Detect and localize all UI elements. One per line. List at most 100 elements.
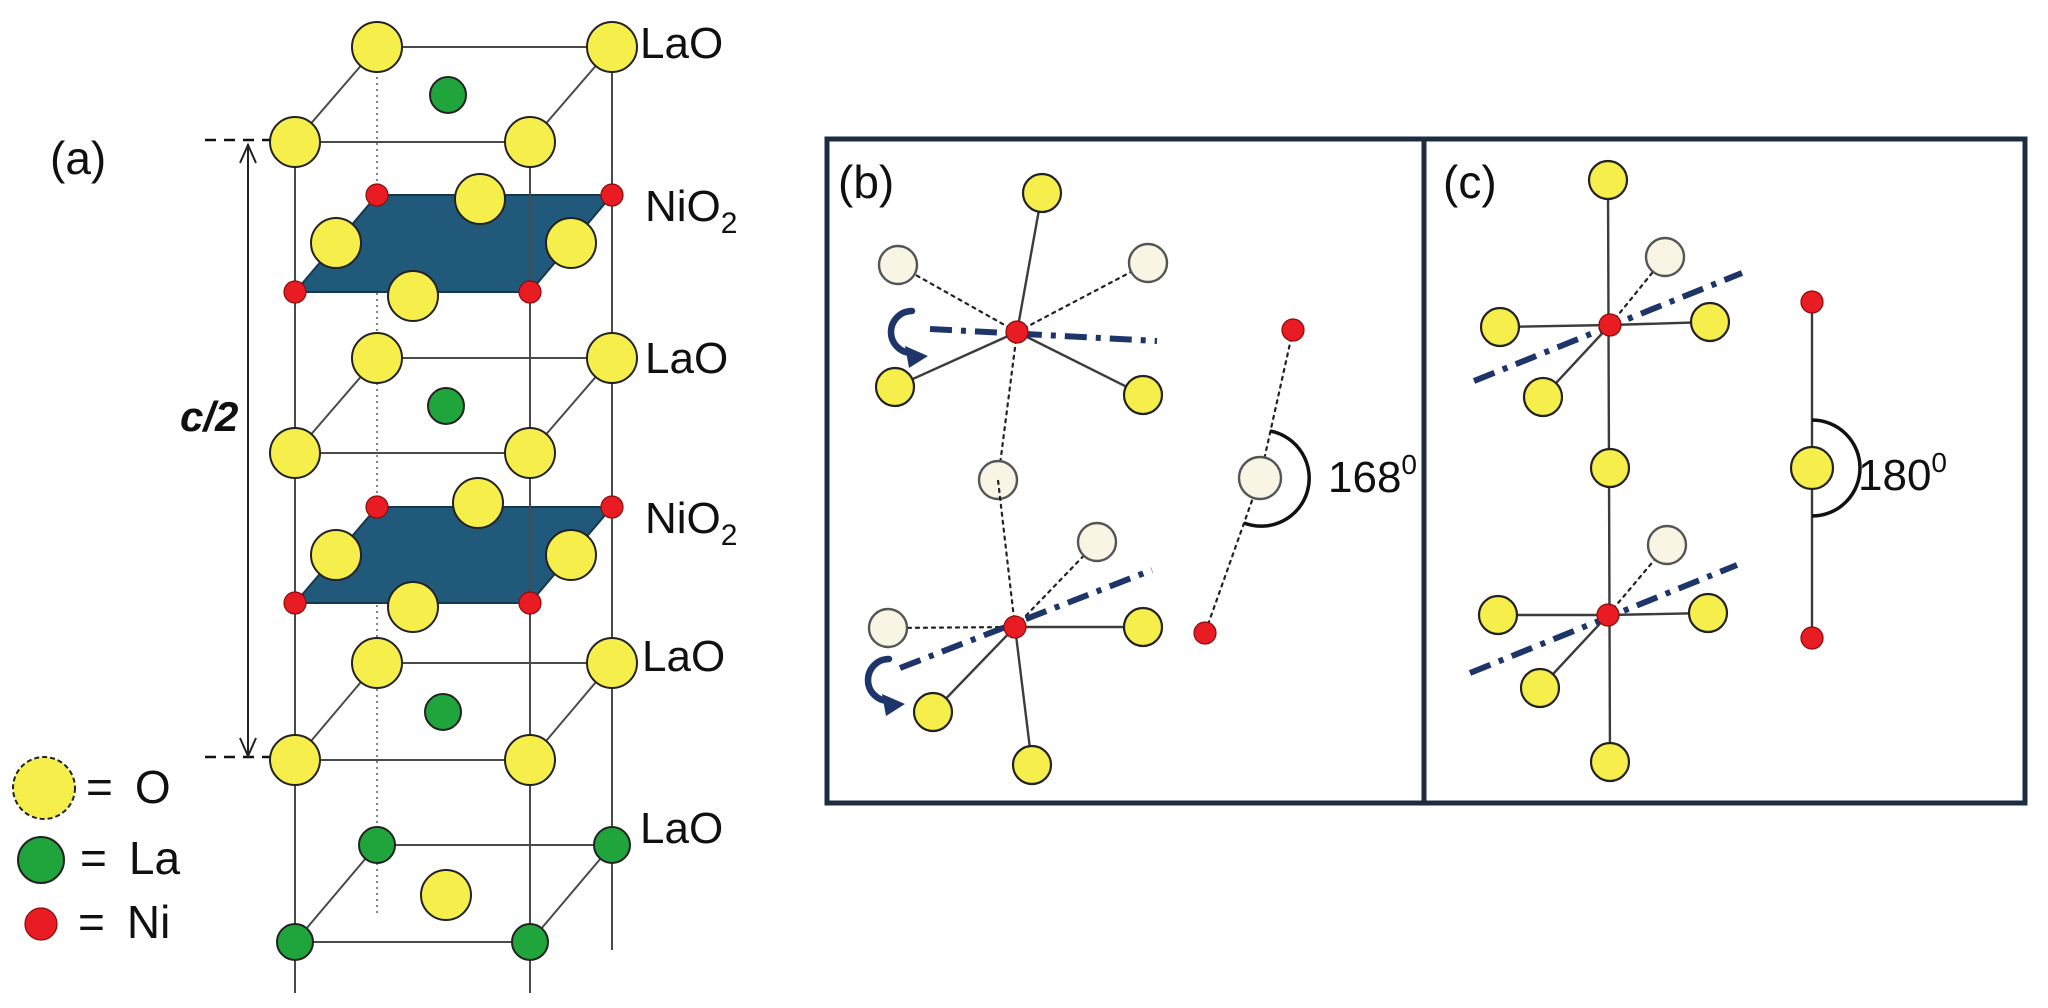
angle-arc <box>1243 429 1311 528</box>
la-atom <box>511 923 549 961</box>
o-atom <box>874 366 916 408</box>
o-atom <box>1519 667 1561 709</box>
ni-atom <box>1800 290 1824 314</box>
ni-atom <box>518 591 542 615</box>
legend-ni-label: =Ni <box>78 896 170 948</box>
o-atom <box>420 869 472 921</box>
ni-atom <box>1596 603 1620 627</box>
o-atom <box>269 427 321 479</box>
layer-label-lao-3: LaO <box>642 632 725 681</box>
o-atom <box>269 116 321 168</box>
panel-a: (a) c/2 LaO NiO2 LaO NiO2 LaO LaO =O =La… <box>12 19 737 993</box>
ni-atom <box>600 495 624 519</box>
octahedron-upper-c <box>1472 159 1744 418</box>
layer-label-lao-1: LaO <box>640 19 723 68</box>
o-atom <box>1237 455 1283 501</box>
la-atom <box>427 387 465 425</box>
legend-la-label: =La <box>80 832 180 884</box>
o-atom <box>1589 741 1631 783</box>
octahedron-lower-b <box>864 478 1164 786</box>
o-atom <box>504 427 556 479</box>
o-atom <box>1122 374 1164 416</box>
o-atom <box>269 734 321 786</box>
rotation-arrow <box>864 655 905 716</box>
panel-b-label: (b) <box>838 156 894 208</box>
c-axis-arrow <box>205 138 272 759</box>
o-atom <box>351 332 403 384</box>
legend-o-label: =O <box>86 761 171 813</box>
panel-b: (b) <box>838 156 1417 786</box>
o-atom <box>1789 445 1835 491</box>
o-apical-atom <box>867 607 909 649</box>
o-atom <box>1122 606 1164 648</box>
o-atom <box>1689 301 1731 343</box>
o-atom <box>1011 744 1053 786</box>
o-apical-atom <box>1646 524 1688 566</box>
ni-atom <box>365 183 389 207</box>
octahedron-upper-b <box>874 172 1169 482</box>
bond-angle-inset-c: 1800 <box>1789 290 1947 650</box>
o-atom <box>1021 172 1063 214</box>
tilt-axis-line <box>929 326 1158 344</box>
panel-a-label: (a) <box>50 132 106 184</box>
ni-atom <box>283 280 307 304</box>
o-atom <box>387 270 439 322</box>
o-atom <box>351 637 403 689</box>
o-atom <box>504 734 556 786</box>
ni-atom <box>365 495 389 519</box>
ni-atom <box>518 280 542 304</box>
legend-la-swatch <box>17 836 65 884</box>
o-atom <box>1587 159 1629 201</box>
o-atom <box>912 691 954 733</box>
panel-c-label: (c) <box>1443 156 1497 208</box>
o-atom <box>351 21 403 73</box>
ni-atom <box>1800 626 1824 650</box>
ni-atom <box>1281 318 1305 342</box>
o-apical-shared-atom <box>1589 447 1631 489</box>
o-atom <box>1522 376 1564 418</box>
o-atom <box>387 581 439 633</box>
o-apical-atom <box>1076 521 1118 563</box>
legend-ni-swatch <box>24 907 58 941</box>
angle-label-180: 1800 <box>1858 447 1947 500</box>
o-atom <box>586 332 638 384</box>
o-atom <box>452 477 504 529</box>
o-atom <box>310 217 362 269</box>
o-apical-atom <box>877 244 919 286</box>
o-atom <box>1687 592 1729 634</box>
la-atom <box>276 923 314 961</box>
layer-label-nio2-1: NiO2 <box>645 182 737 240</box>
o-atom <box>545 529 597 581</box>
layer-label-lao-2: LaO <box>645 334 728 383</box>
o-atom <box>586 637 638 689</box>
o-atom <box>1477 594 1519 636</box>
layer-label-nio2-2: NiO2 <box>645 494 737 552</box>
ni-atom <box>1005 320 1029 344</box>
o-atom <box>454 173 506 225</box>
ni-atom <box>1598 313 1622 337</box>
ni-atom <box>283 591 307 615</box>
o-apical-atom <box>1644 236 1686 278</box>
legend-o-swatch <box>12 756 76 820</box>
o-atom <box>1479 306 1521 348</box>
rotation-arrow <box>887 307 928 368</box>
c-half-label: c/2 <box>180 393 238 440</box>
panel-bc-frame <box>824 136 2028 806</box>
la-atom <box>424 693 462 731</box>
ni-atom <box>1003 615 1027 639</box>
legend: =O =La =Ni <box>12 756 180 948</box>
ni-atom <box>600 183 624 207</box>
o-atom <box>545 217 597 269</box>
o-apical-atom <box>1127 242 1169 284</box>
tilt-axis-line <box>898 567 1154 671</box>
layer-label-lao-4: LaO <box>640 804 723 853</box>
octahedron-lower-c <box>1468 524 1739 783</box>
panel-c: (c) <box>1443 156 1947 783</box>
angle-arc <box>1811 418 1862 518</box>
la-atom <box>593 826 631 864</box>
la-atom <box>358 826 396 864</box>
o-atom <box>310 529 362 581</box>
o-atom <box>504 116 556 168</box>
